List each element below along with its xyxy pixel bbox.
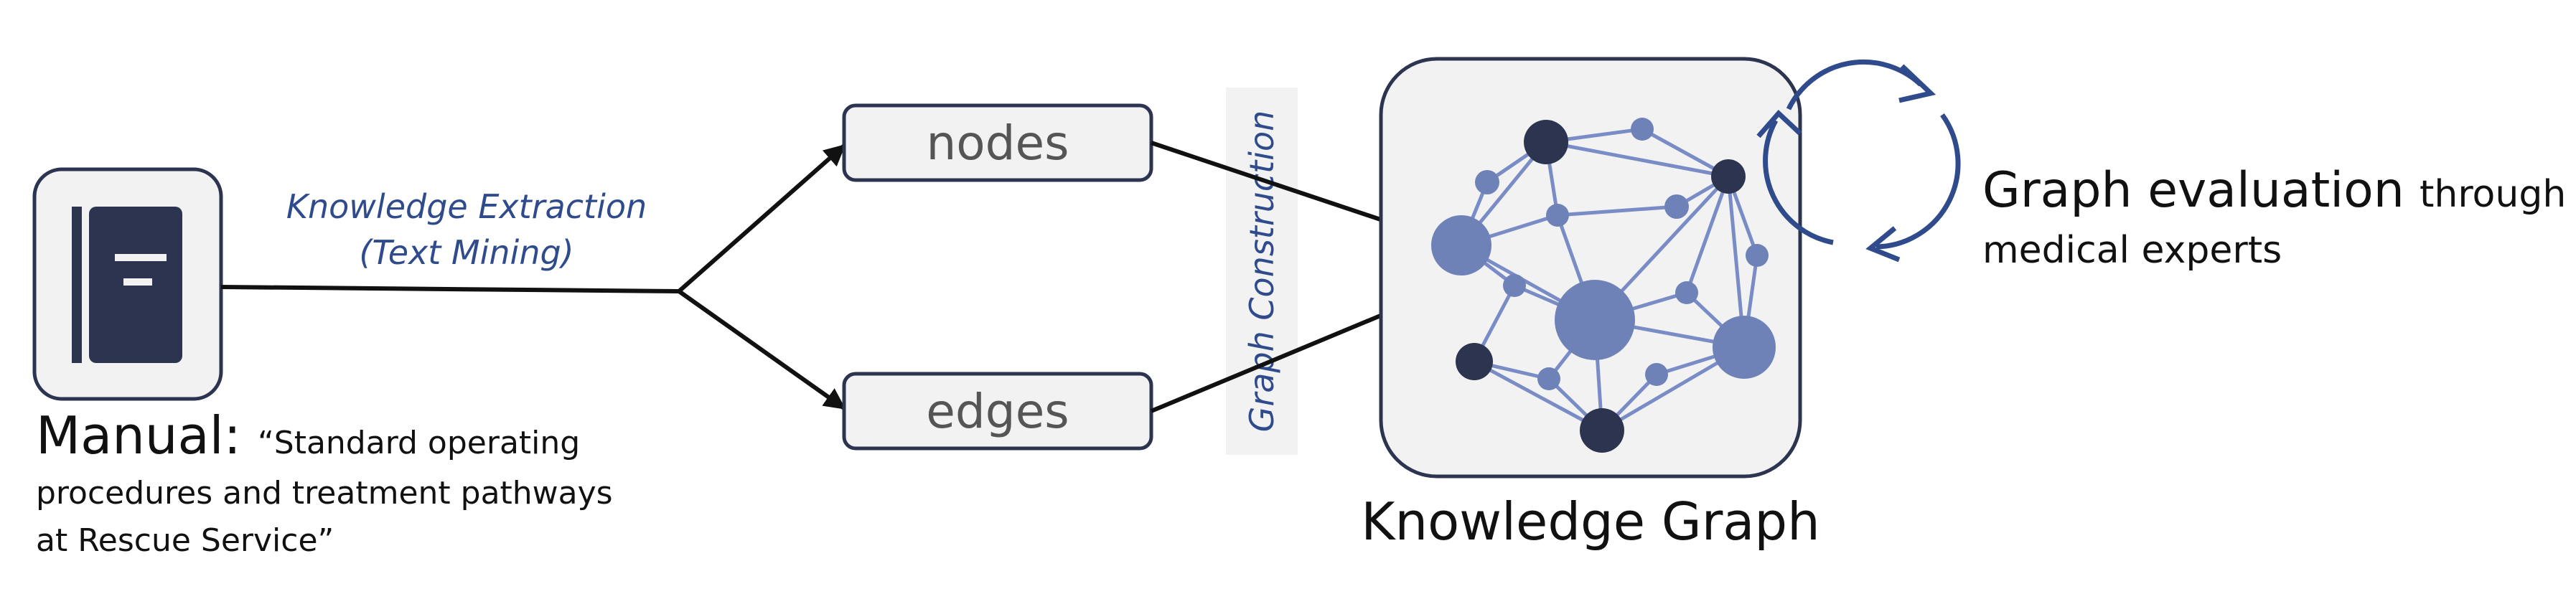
manual-book-icon	[32, 167, 223, 401]
edges-box: edges	[842, 372, 1153, 451]
extraction-flow	[220, 143, 846, 410]
extraction-label-line1: Knowledge Extraction	[286, 187, 647, 226]
manual-title: Manual:	[36, 405, 241, 466]
extraction-label-line2: (Text Mining)	[359, 233, 573, 272]
manual-quote-line2: procedures and treatment pathways	[36, 475, 613, 512]
nodes-box: nodes	[842, 103, 1153, 182]
manual-quote-line3: at Rescue Service”	[36, 522, 334, 559]
knowledge-graph-title: Knowledge Graph	[1361, 491, 1820, 552]
manual-caption-line1: Manual: “Standard operating	[36, 405, 580, 466]
evaluation-line2: medical experts	[1982, 229, 2282, 272]
evaluation-through: through	[2420, 173, 2566, 216]
construction-label: Graph Construction	[1242, 110, 1281, 433]
evaluation-title: Graph evaluation through	[1982, 162, 2566, 219]
manual-quote-line1: “Standard operating	[258, 425, 580, 461]
refresh-cycle-icon	[1756, 59, 1961, 263]
knowledge-graph-icon	[1379, 57, 1802, 479]
evaluation-title-main: Graph evaluation	[1982, 162, 2404, 219]
edges-label: edges	[926, 384, 1069, 439]
nodes-label: nodes	[926, 116, 1069, 171]
construction-band	[1226, 88, 1298, 455]
